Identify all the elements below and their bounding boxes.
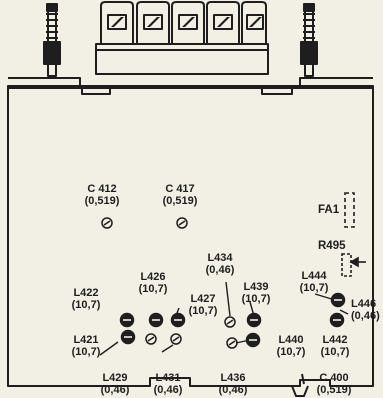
l444-value: (10,7) <box>299 282 329 294</box>
label-l436: L436 (0,46) <box>211 372 255 396</box>
l427-name: L427 <box>190 293 216 305</box>
label-l444: L444 (10,7) <box>292 270 336 294</box>
c412-value: (0,519) <box>84 195 120 207</box>
l436-mark <box>226 337 238 349</box>
l422-mark <box>119 312 135 328</box>
label-l431: L431 (0,46) <box>146 372 190 396</box>
label-c400: C 400 (0,519) <box>310 372 358 396</box>
c417-mark <box>176 217 188 229</box>
l431-mark <box>170 333 182 345</box>
l440-value: (10,7) <box>276 346 306 358</box>
c400-name: C 400 <box>319 372 349 384</box>
label-c417: C 417 (0,519) <box>156 183 204 207</box>
right-mounting-post <box>300 3 318 77</box>
label-l429: L429 (0,46) <box>93 372 137 396</box>
l439-value: (10,7) <box>241 293 271 305</box>
label-l442: L442 (10,7) <box>313 334 357 358</box>
l434-value: (0,46) <box>205 264 235 276</box>
l434-mark <box>224 316 236 328</box>
label-l421: L421 (10,7) <box>64 334 108 358</box>
l440-mark <box>245 332 261 348</box>
l429-mark <box>145 333 157 345</box>
l434-name: L434 <box>207 252 233 264</box>
c412-mark <box>101 217 113 229</box>
l442-value: (10,7) <box>320 346 350 358</box>
c417-name: C 417 <box>165 183 195 195</box>
l427-value: (10,7) <box>188 305 218 317</box>
label-c412: C 412 (0,519) <box>78 183 126 207</box>
l440-name: L440 <box>278 334 304 346</box>
left-mounting-post <box>43 3 61 77</box>
l431-name: L431 <box>155 372 181 384</box>
l427-mark <box>170 312 186 328</box>
l421-value: (10,7) <box>71 346 101 358</box>
label-l434: L434 (0,46) <box>198 252 242 276</box>
l431-value: (0,46) <box>153 384 183 396</box>
l429-value: (0,46) <box>100 384 130 396</box>
l444-name: L444 <box>301 270 327 282</box>
label-l426: L426 (10,7) <box>131 271 175 295</box>
c412-name: C 412 <box>87 183 117 195</box>
c417-value: (0,519) <box>162 195 198 207</box>
l421-name: L421 <box>73 334 99 346</box>
l442-mark <box>329 312 345 328</box>
l439-name: L439 <box>243 281 269 293</box>
label-l439: L439 (10,7) <box>234 281 278 305</box>
l426-value: (10,7) <box>138 283 168 295</box>
l421-mark <box>120 329 136 345</box>
l442-name: L442 <box>322 334 348 346</box>
label-l422: L422 (10,7) <box>64 287 108 311</box>
l429-name: L429 <box>102 372 128 384</box>
label-l427: L427 (10,7) <box>181 293 225 317</box>
l436-value: (0,46) <box>218 384 248 396</box>
l439-mark <box>246 312 262 328</box>
l436-name: L436 <box>220 372 246 384</box>
l422-value: (10,7) <box>71 299 101 311</box>
label-r495: R495 <box>318 240 346 252</box>
l422-name: L422 <box>73 287 99 299</box>
c400-value: (0,519) <box>316 384 352 396</box>
l446-name: L446 <box>351 298 377 310</box>
l446-value: (0,46) <box>351 310 380 322</box>
l426-mark <box>148 312 164 328</box>
label-fa1: FA1 <box>318 204 340 216</box>
l426-name: L426 <box>140 271 166 283</box>
fa1-part <box>344 192 355 228</box>
chassis-outline <box>7 85 374 387</box>
label-l440: L440 (10,7) <box>269 334 313 358</box>
r495-part <box>341 253 352 277</box>
label-l446: L446 (0,46) <box>351 298 383 322</box>
l444-mark <box>330 292 346 308</box>
component-marks <box>101 217 346 349</box>
pushbutton-bank <box>95 1 269 75</box>
